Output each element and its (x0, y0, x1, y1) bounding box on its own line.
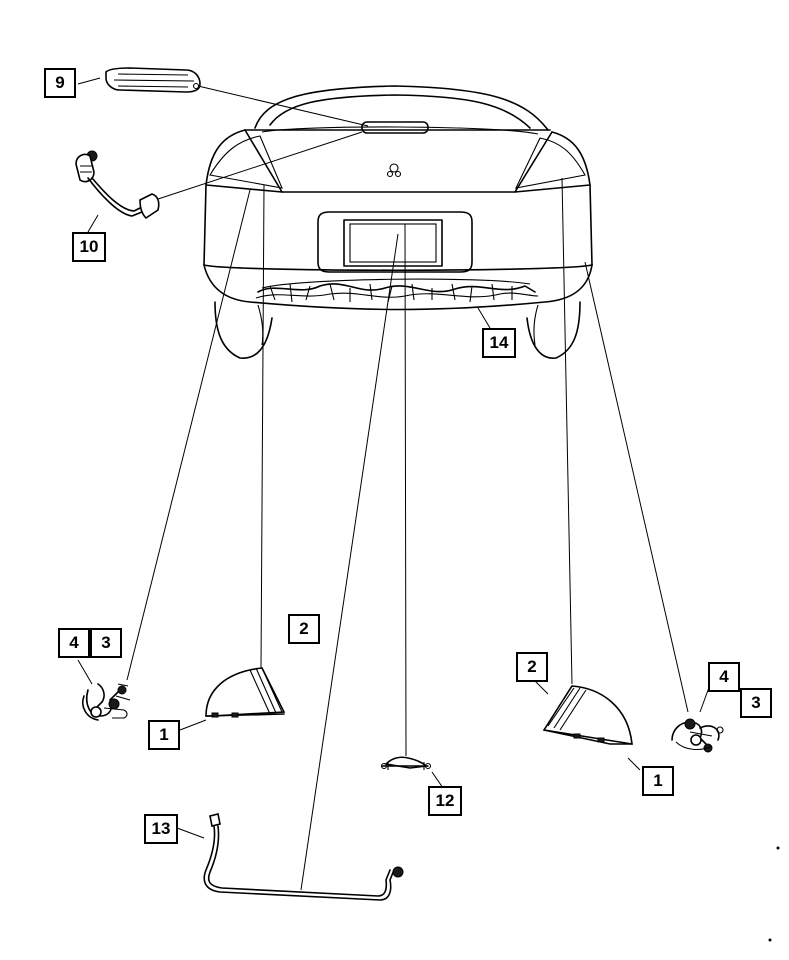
callout-13: 13 (144, 814, 178, 844)
license-lamp-harness (203, 813, 404, 901)
callout-3-left: 3 (90, 628, 122, 658)
socket-wiring-right (671, 718, 724, 753)
high-mount-stop-lamp (105, 67, 201, 93)
callout-10: 10 (72, 232, 106, 262)
chmsl-socket-harness (75, 150, 160, 220)
callout-1-left: 1 (148, 720, 180, 750)
callout-12: 12 (428, 786, 462, 816)
callout-4-left: 4 (58, 628, 90, 658)
license-lamp (380, 756, 432, 770)
tail-lamp-right (542, 685, 633, 745)
callout-2-right: 2 (516, 652, 548, 682)
vehicle-rear (203, 85, 593, 359)
callout-3-right: 3 (740, 688, 772, 718)
callout-4-right: 4 (708, 662, 740, 692)
callout-9: 9 (44, 68, 76, 98)
socket-wiring-left (82, 683, 131, 721)
callout-2-left: 2 (288, 614, 320, 644)
tail-lamp-left (205, 667, 286, 718)
leader-lines (77, 77, 712, 891)
callout-1-right: 1 (642, 766, 674, 796)
callout-14: 14 (482, 328, 516, 358)
